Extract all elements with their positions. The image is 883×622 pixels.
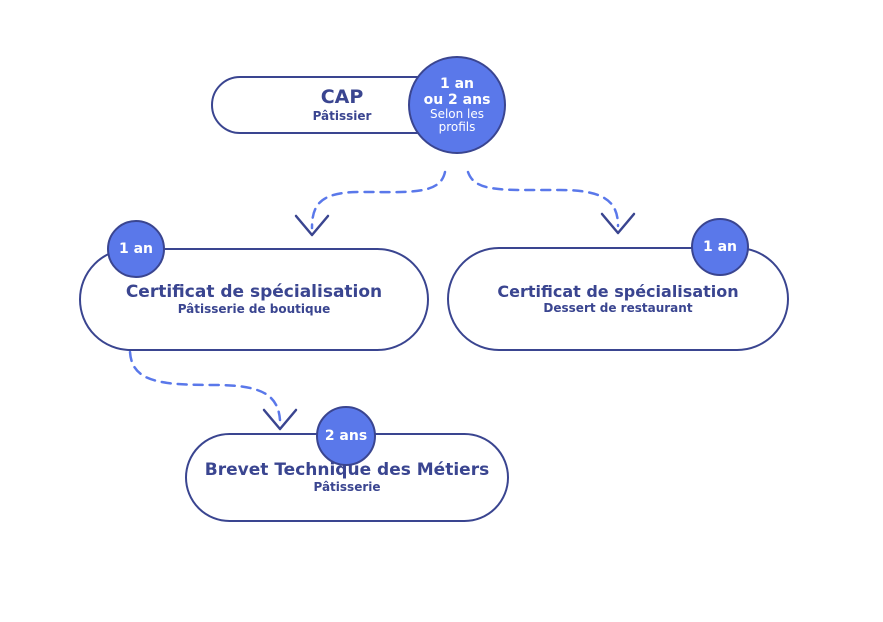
cap-title: CAP [320,85,364,108]
btm-subtitle: Pâtisserie [313,480,381,495]
cs-restaurant-duration-badge: 1 an [691,218,749,276]
cap-duration-line2: ou 2 ans [423,91,491,108]
cap-duration-note1: Selon les [429,106,485,121]
connector-cap-to-boutique [310,170,447,230]
cap-duration-note2: profils [438,120,476,135]
cs-boutique-duration: 1 an [118,240,154,257]
connector-boutique-to-btm [128,350,282,422]
cap-duration-line1: 1 an [439,75,475,92]
cs-restaurant-title: Certificat de spécialisation [497,281,739,301]
connector-cap-to-restaurant [466,170,620,228]
cap-duration-badge: 1 an ou 2 ans Selon les profils [408,56,506,154]
cs-restaurant-subtitle: Dessert de restaurant [543,301,693,315]
arrowhead-btm [262,408,298,431]
cs-boutique-title: Certificat de spécialisation [125,281,383,302]
btm-duration: 2 ans [324,427,368,444]
cs-boutique-subtitle: Pâtisserie de boutique [177,302,331,317]
cs-boutique-duration-badge: 1 an [107,220,165,278]
cs-restaurant-duration: 1 an [702,238,738,255]
btm-title: Brevet Technique des Métiers [204,459,490,480]
cap-subtitle: Pâtissier [312,108,372,123]
arrowhead-boutique [294,214,330,237]
btm-duration-badge: 2 ans [316,406,376,466]
arrowhead-restaurant [600,212,636,235]
